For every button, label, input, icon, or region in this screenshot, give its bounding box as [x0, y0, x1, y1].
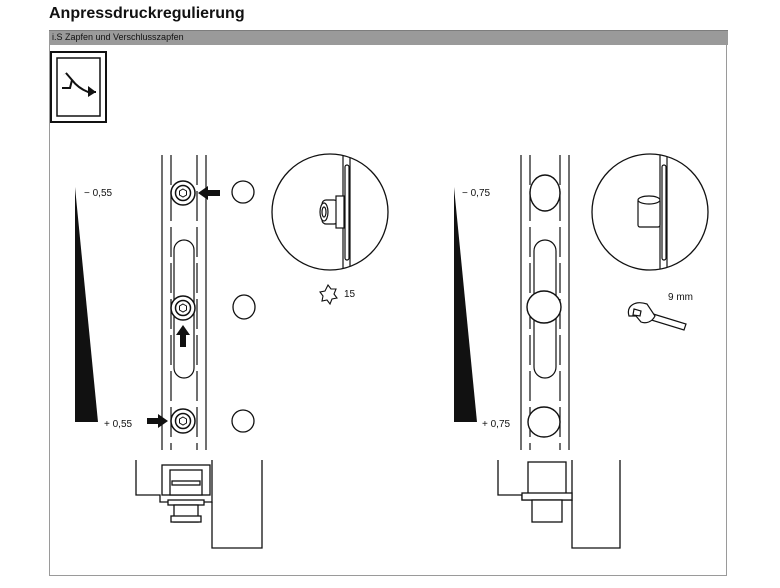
- cam-pin-middle-left: [170, 295, 196, 321]
- cam-pin-middle-right: [526, 290, 562, 324]
- detail-view-left: [271, 153, 389, 271]
- position-marker-bottom-left: [231, 409, 255, 433]
- tool-size-right: 9 mm: [668, 292, 693, 303]
- page-title: Anpressdruckregulierung: [49, 5, 245, 22]
- cam-pin-top-left: [170, 180, 196, 206]
- cam-pin-top-right: [529, 174, 561, 212]
- detail-view-right: [591, 153, 709, 271]
- cam-pin-bottom-left: [170, 408, 196, 434]
- position-marker-top-left: [231, 180, 255, 204]
- frame-profile-left: [135, 460, 263, 549]
- range-min-label-right: − 0,75: [462, 188, 491, 199]
- frame-profile-right: [497, 460, 621, 549]
- pressure-wedge-left: [75, 187, 98, 422]
- pressure-wedge-right: [454, 187, 477, 422]
- range-min-label-left: − 0,55: [84, 188, 113, 199]
- arrow-right-icon: [147, 414, 168, 428]
- tool-size-left: 15: [344, 289, 356, 300]
- section-header-bar: i.S Zapfen und Verschlusszapfen: [49, 30, 728, 45]
- torx-icon: [319, 283, 338, 306]
- arrow-left-icon: [198, 186, 220, 200]
- cam-pin-bottom-right: [527, 406, 561, 438]
- range-max-label-right: + 0,75: [482, 419, 511, 430]
- section-subtitle: i.S Zapfen und Verschlusszapfen: [52, 32, 184, 42]
- adjust-arrow-icon: [50, 51, 107, 123]
- content-frame: [49, 45, 727, 576]
- position-marker-middle-left: [232, 294, 256, 320]
- wrench-icon: [627, 302, 687, 331]
- range-max-label-left: + 0,55: [104, 419, 133, 430]
- arrow-up-icon: [176, 325, 190, 347]
